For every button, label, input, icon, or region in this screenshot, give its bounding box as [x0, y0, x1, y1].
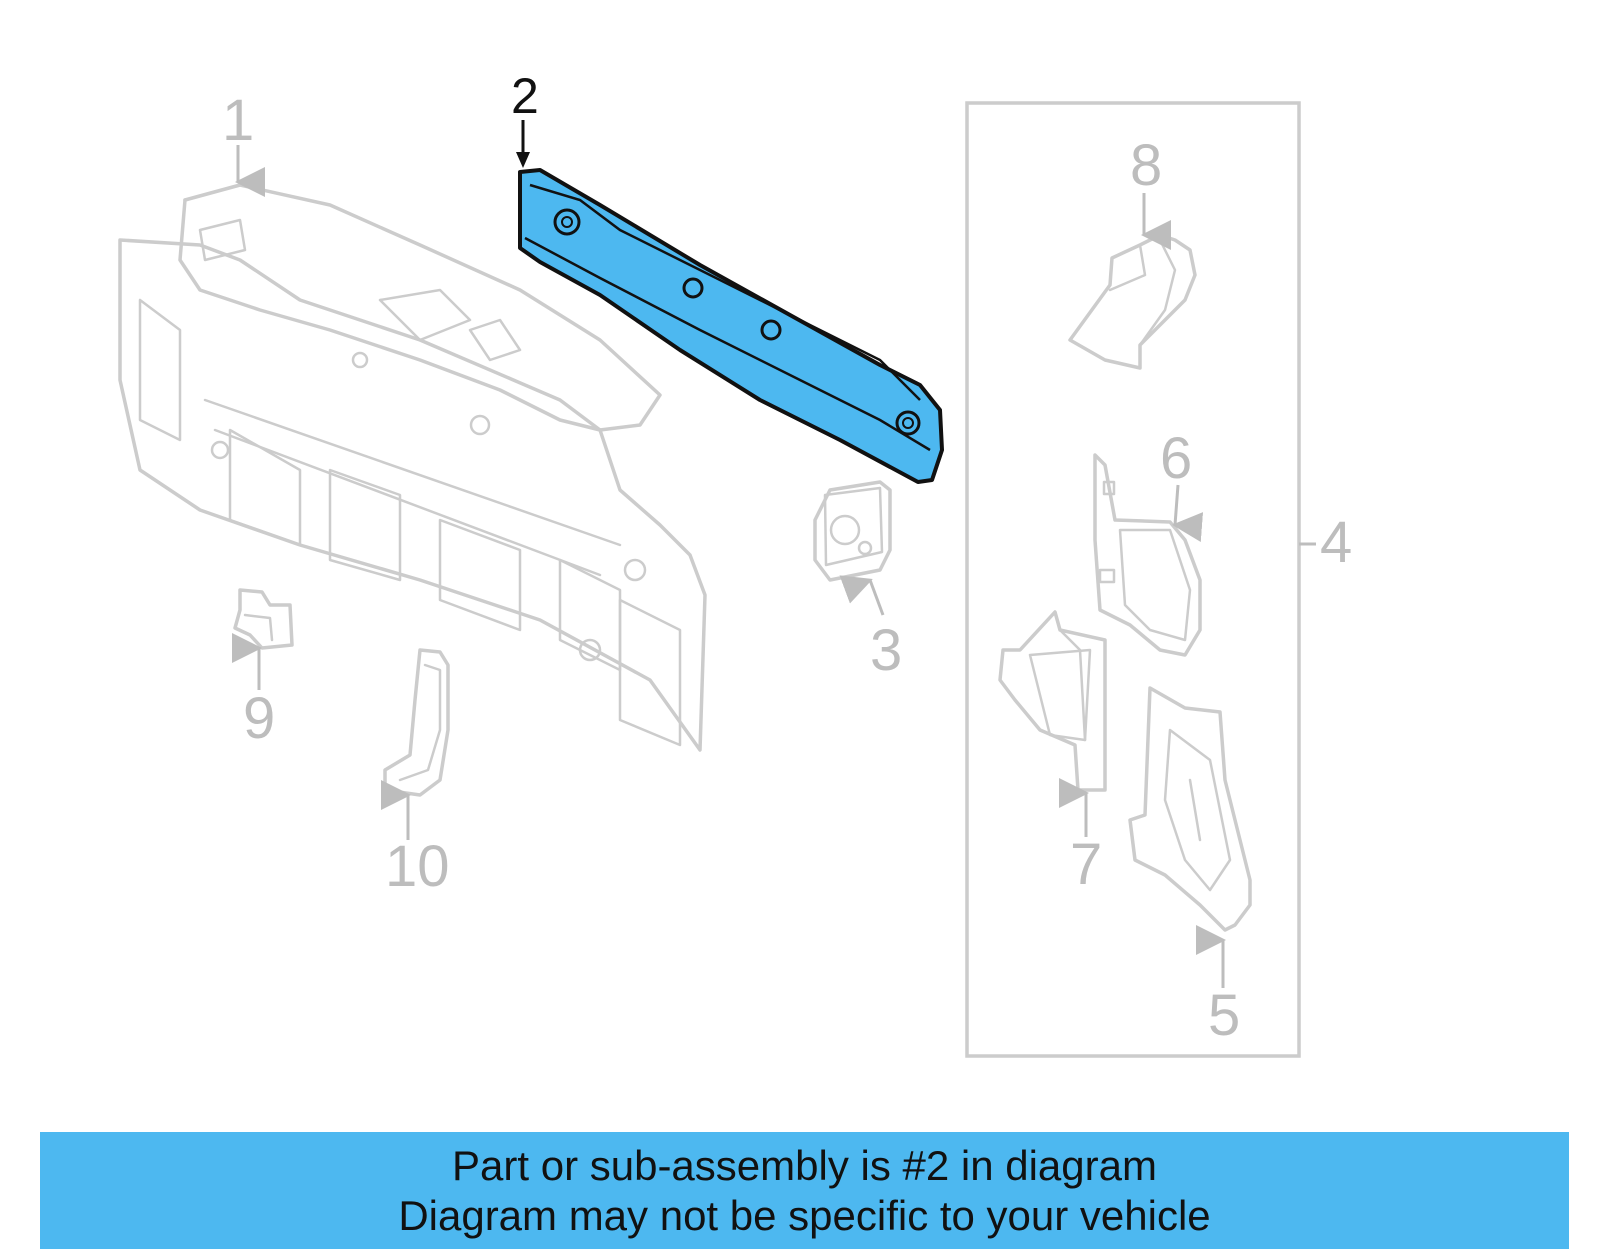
- callout-2: 2: [511, 68, 539, 124]
- part-1-rear-panel[interactable]: [118, 183, 707, 752]
- callout-4: 4: [1320, 510, 1352, 575]
- part-7-panel[interactable]: [998, 610, 1107, 792]
- part-8-bracket[interactable]: [1068, 233, 1197, 370]
- callout-7: 7: [1070, 832, 1102, 897]
- banner-line-disclaimer: Diagram may not be specific to your vehi…: [398, 1191, 1211, 1239]
- callout-3: 3: [870, 618, 902, 683]
- part-9-clip[interactable]: [233, 588, 294, 650]
- part-3-bracket[interactable]: [813, 480, 892, 582]
- callout-5: 5: [1208, 983, 1240, 1048]
- callout-10: 10: [385, 834, 450, 899]
- part-10-bracket[interactable]: [383, 648, 450, 797]
- callout-6: 6: [1160, 426, 1192, 491]
- callout-9: 9: [243, 686, 275, 751]
- part-6-panel[interactable]: [1093, 453, 1202, 657]
- callout-8: 8: [1130, 133, 1162, 198]
- part-5-panel[interactable]: [1128, 686, 1252, 932]
- callout-1: 1: [222, 88, 254, 153]
- part-2-crossmember[interactable]: [518, 168, 944, 484]
- info-banner: Part or sub-assembly is #2 in diagram Di…: [40, 1132, 1569, 1249]
- group-box-4: [965, 101, 1301, 1058]
- banner-line-part: Part or sub-assembly is #2 in diagram: [452, 1141, 1157, 1189]
